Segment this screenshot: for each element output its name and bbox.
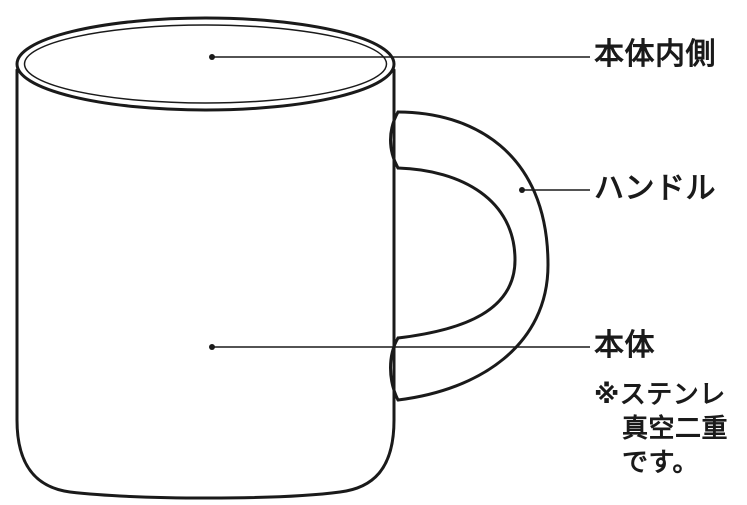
rim-outer	[17, 18, 394, 110]
handle-inner-outline	[398, 168, 515, 338]
handle-outer-outline	[398, 112, 548, 400]
body-material-note: ※ステンレ 真空二重 です。	[594, 378, 728, 480]
label-body: 本体	[594, 331, 655, 361]
note-line-1: ※ステンレ	[594, 378, 728, 412]
leader-dot-handle	[519, 187, 525, 193]
label-handle: ハンドル	[594, 174, 716, 204]
leader-dot-inner	[209, 54, 215, 60]
note-line-2: 真空二重	[594, 412, 728, 446]
mug-body-outline	[17, 70, 394, 498]
label-inner: 本体内側	[594, 40, 716, 70]
rim-inner	[25, 25, 387, 103]
note-line-3: です。	[594, 446, 728, 480]
leader-dot-body	[209, 344, 215, 350]
